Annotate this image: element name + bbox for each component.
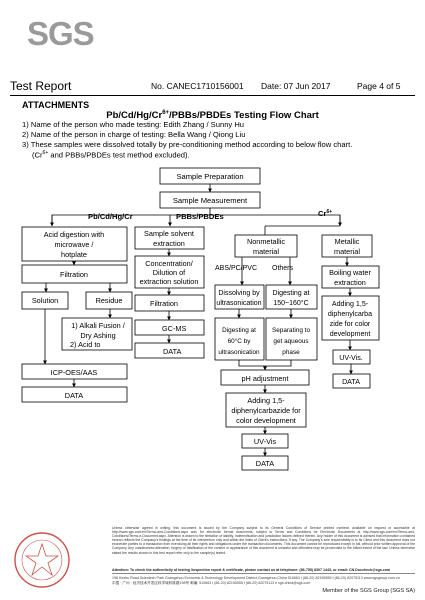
svg-text:phase: phase (282, 349, 300, 356)
svg-text:color development: color development (236, 416, 296, 425)
section-heading: ATTACHMENTS (22, 100, 90, 110)
svg-text:Adding 1,5-: Adding 1,5- (247, 396, 285, 405)
residue-box (85, 291, 133, 310)
report-number: No. CANEC1710156001 (151, 81, 244, 91)
uv-vis-box-2 (332, 349, 371, 365)
metallic-adding-box (321, 295, 380, 341)
svg-text:Dry Ashing: Dry Ashing (80, 331, 115, 340)
branch-cr-label: Cr6+ (318, 209, 332, 218)
separating-box (265, 317, 318, 361)
svg-text:get aqueous: get aqueous (273, 338, 308, 345)
svg-text:1) Alkali Fusion /: 1) Alkali Fusion / (71, 321, 126, 330)
svg-text:Acid digestion with: Acid digestion with (44, 230, 104, 239)
svg-text:Dilution of: Dilution of (153, 268, 186, 277)
svg-text:Sample Preparation: Sample Preparation (176, 172, 243, 181)
svg-text:Solution: Solution (32, 296, 58, 305)
footer-address-cn: 中国 · 广州 · 经济技术开发区科学城科珠路198号 邮编: 510663 t… (112, 581, 311, 585)
dissolving-box (214, 284, 265, 310)
svg-text:60°C by: 60°C by (228, 337, 252, 345)
data-box-3 (241, 455, 289, 471)
svg-text:Digesting at: Digesting at (273, 290, 310, 297)
svg-text:DATA: DATA (342, 378, 360, 386)
svg-text:2) Acid to: 2) Acid to (70, 340, 100, 349)
svg-text:pH adjustment: pH adjustment (241, 374, 288, 383)
svg-text:Others: Others (272, 265, 294, 272)
svg-text:ICP-OES/AAS: ICP-OES/AAS (51, 368, 98, 377)
data-box-1 (21, 386, 128, 403)
svg-text:material: material (253, 247, 279, 256)
svg-text:Concentration/: Concentration/ (145, 259, 193, 268)
svg-text:Digesting at: Digesting at (222, 327, 256, 334)
svg-text:Separating to: Separating to (272, 327, 310, 334)
nonmetallic-box (234, 234, 298, 258)
svg-text:Filtration: Filtration (60, 270, 88, 279)
boiling-water-box (321, 265, 380, 289)
svg-text:diphenylcarba: diphenylcarba (328, 310, 372, 318)
svg-text:zide for color: zide for color (330, 320, 371, 328)
svg-text:microwave /: microwave / (55, 240, 95, 249)
svg-text:Filtration: Filtration (150, 299, 178, 308)
sgs-seal-stamp (14, 532, 70, 588)
alkali-fusion-box (61, 317, 133, 351)
header-divider (10, 95, 415, 96)
filtration-box-2 (134, 294, 205, 312)
note-2: 2) Name of the person in charge of testi… (22, 130, 246, 139)
sgs-logo-text: SGS (27, 18, 94, 48)
svg-text:development: development (330, 330, 371, 338)
member-of-sgs: Member of the SGS Group (SGS SA) (322, 588, 415, 594)
data-box-2 (134, 342, 205, 359)
svg-text:DATA: DATA (256, 459, 275, 468)
digesting-150-box (265, 284, 318, 310)
svg-text:extraction: extraction (153, 239, 185, 248)
svg-text:extraction solution: extraction solution (140, 277, 199, 286)
svg-text:diphenylcarbazide for: diphenylcarbazide for (231, 406, 301, 415)
report-title: Test Report (10, 79, 72, 93)
svg-text:ultrasonication: ultrasonication (216, 300, 261, 307)
svg-text:Nonmetallic: Nonmetallic (247, 237, 285, 246)
sgs-logo: SGS (27, 18, 95, 48)
svg-text:150~160°C: 150~160°C (273, 299, 308, 307)
svg-text:Adding 1,5-: Adding 1,5- (332, 300, 369, 308)
svg-text:hotplate: hotplate (61, 250, 87, 259)
filtration-box-1 (21, 264, 128, 284)
svg-text:DATA: DATA (65, 391, 84, 400)
svg-text:Residue: Residue (96, 296, 123, 305)
flow-chart-title: Pb/Cd/Hg/Cr6+/PBBs/PBDEs Testing Flow Ch… (106, 110, 319, 122)
terms-fine-print: Unless otherwise agreed in writing, this… (112, 526, 415, 555)
svg-text:UV-Vis.: UV-Vis. (339, 354, 363, 362)
svg-text:extraction: extraction (334, 278, 366, 287)
footer-divider (112, 573, 415, 574)
svg-text:Metallic: Metallic (335, 237, 360, 246)
authenticity-attention: Attention: To check the authenticity of … (112, 568, 391, 572)
note-3: 3) These samples were dissolved totally … (22, 140, 353, 149)
note-1: 1) Name of the person who made testing: … (22, 120, 245, 129)
page-number: Page 4 of 5 (357, 81, 401, 91)
branch-pbb-label: PBBs/PBDEs (176, 212, 224, 221)
branch-metals-label: Pb/Cd/Hg/Cr (88, 212, 133, 221)
icp-oes-box (21, 363, 128, 380)
data-box-4 (332, 373, 371, 389)
digesting-60-box (214, 317, 265, 361)
svg-text:UV-Vis: UV-Vis (254, 437, 277, 446)
concentration-box (134, 255, 205, 289)
svg-text:DATA: DATA (163, 347, 182, 356)
footer-address-en: 198 Kezhu Road,Scientech Park Guangzhou … (112, 576, 400, 580)
svg-text:ultrasonication: ultrasonication (218, 349, 260, 356)
solvent-extraction-box (134, 226, 205, 250)
report-date: Date: 07 Jun 2017 (261, 81, 331, 91)
svg-text:Sample solvent: Sample solvent (144, 229, 194, 238)
svg-text:Sample Measurement: Sample Measurement (173, 196, 248, 205)
gc-ms-box (134, 319, 205, 336)
svg-text:Dissolving by: Dissolving by (218, 290, 260, 297)
svg-text:material: material (334, 247, 360, 256)
note-4: (Cr6+ and PBBs/PBDEs test method exclude… (32, 150, 190, 160)
svg-text:GC-MS: GC-MS (162, 324, 186, 333)
svg-text:ABS/PC/PVC: ABS/PC/PVC (215, 265, 257, 272)
adding-diphenylcarbazide-box (225, 392, 307, 428)
acid-digestion-box (21, 226, 128, 262)
svg-text:Boiling water: Boiling water (329, 268, 371, 277)
